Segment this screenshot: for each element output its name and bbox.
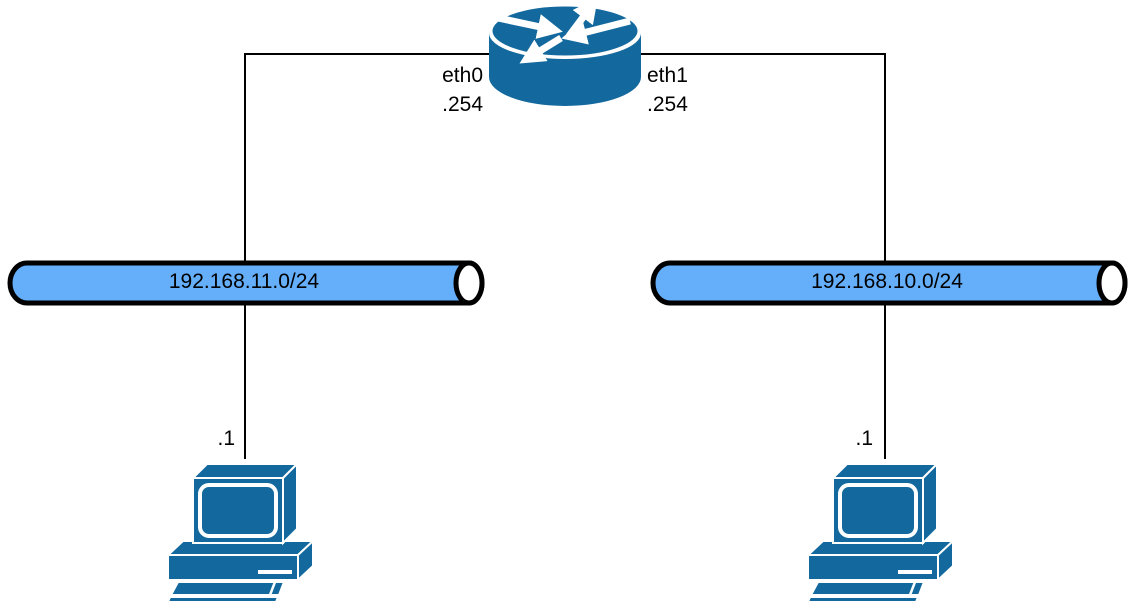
interface-ip: .254	[647, 93, 688, 116]
pc-disk-slot	[898, 570, 932, 574]
router-eth1-label: eth1 .254	[647, 61, 688, 119]
pc-disk-slot	[258, 570, 292, 574]
pc-screen	[838, 483, 918, 538]
pipe-opening	[1096, 260, 1128, 306]
interface-name: eth1	[647, 64, 688, 87]
pc-icon-right	[805, 461, 955, 603]
pc-keyboard	[169, 581, 286, 596]
pipe-opening	[453, 260, 485, 306]
router-icon	[489, 3, 641, 106]
pc-base-front	[167, 554, 299, 581]
pc-monitor-top	[830, 463, 940, 479]
pc-monitor-side	[282, 461, 298, 546]
segment-cidr-label: 192.168.10.0/24	[811, 270, 963, 294]
router-body	[489, 33, 641, 106]
pc-monitor-side	[922, 461, 938, 546]
host-right-ip-label: .1	[855, 427, 873, 450]
pc-monitor-top	[190, 463, 300, 479]
connector-router-to-subnet10	[620, 53, 886, 55]
pc-keyboard	[809, 581, 926, 596]
connector-router-to-subnet11	[245, 53, 510, 55]
router-eth0-label: eth0 .254	[442, 61, 483, 119]
router-top	[489, 3, 641, 59]
segment-pipe-icon	[650, 260, 1128, 306]
segment-cidr-label: 192.168.11.0/24	[168, 270, 320, 294]
network-segment-192-168-11: 192.168.11.0/24	[3, 260, 485, 306]
network-segment-192-168-10: 192.168.10.0/24	[646, 260, 1128, 306]
pc-keyboard-front	[806, 596, 920, 603]
pc-keyboard-front	[166, 596, 280, 603]
router-arrows-icon	[497, 3, 631, 64]
segment-pipe-icon	[7, 260, 485, 306]
interface-name: eth0	[442, 64, 483, 87]
pc-monitor-front	[832, 477, 924, 544]
connector-subnet10-to-host	[884, 53, 886, 459]
pc-monitor-front	[192, 477, 284, 544]
pc-icon-left	[165, 461, 315, 603]
connector-subnet11-to-host	[244, 53, 246, 459]
interface-ip: .254	[442, 93, 483, 116]
pc-base-front	[807, 554, 939, 581]
host-left-ip-label: .1	[217, 427, 235, 450]
pc-screen	[198, 483, 278, 538]
